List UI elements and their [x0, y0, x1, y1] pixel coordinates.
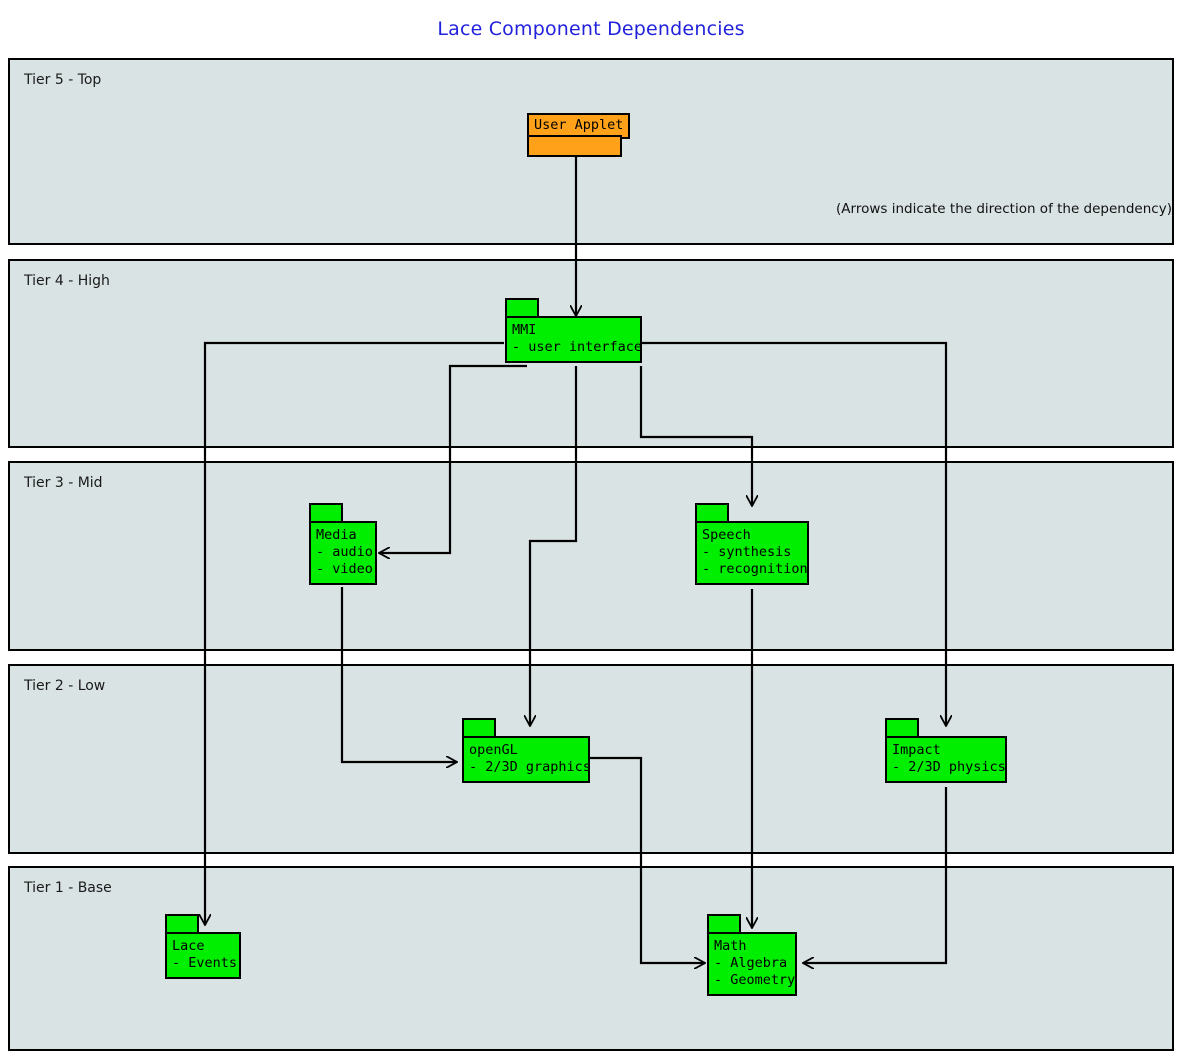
- package-lace-item-0: - Events: [172, 955, 238, 971]
- legend-note: (Arrows indicate the direction of the de…: [836, 201, 1172, 217]
- package-user-applet-name: User Applet: [527, 113, 631, 139]
- package-math-name: Math: [714, 938, 747, 954]
- package-impact-item-0: - 2/3D physics: [892, 759, 1006, 775]
- package-opengl-body: openGL - 2/3D graphics: [462, 736, 591, 783]
- package-speech-item-0: - synthesis: [702, 544, 792, 560]
- tier-label-4: Tier 4 - High: [24, 273, 110, 289]
- package-media-tab: [309, 503, 343, 523]
- dep-mmi-impact: [641, 341, 946, 726]
- tier-band-3: Tier 3 - Mid: [8, 461, 1174, 651]
- dep-mmi-speech: [639, 366, 752, 506]
- package-opengl-item-0: - 2/3D graphics: [469, 759, 591, 775]
- package-lace-tab: [165, 914, 199, 934]
- dep-mmi-media: [379, 364, 527, 553]
- package-math-item-1: - Geometry: [714, 972, 796, 988]
- dep-mmi-opengl: [530, 366, 578, 726]
- package-speech-item-1: - recognition: [702, 561, 808, 577]
- package-lace-name: Lace: [172, 938, 205, 954]
- package-math-body: Math - Algebra - Geometry: [707, 932, 797, 996]
- package-speech-body: Speech - synthesis - recognition: [695, 521, 809, 585]
- tier-label-2: Tier 2 - Low: [24, 678, 106, 694]
- package-lace-body: Lace - Events: [165, 932, 241, 979]
- package-speech-tab: [695, 503, 729, 523]
- package-media-item-0: - audio: [316, 544, 373, 560]
- package-media-body: Media - audio - video: [309, 521, 377, 585]
- package-media-name: Media: [316, 527, 357, 543]
- tier-label-5: Tier 5 - Top: [24, 72, 102, 88]
- package-impact-body: Impact - 2/3D physics: [885, 736, 1007, 783]
- package-mmi-name: MMI: [512, 322, 537, 338]
- package-media-item-1: - video: [316, 561, 373, 577]
- package-impact-tab: [885, 718, 919, 738]
- dep-opengl-math: [590, 756, 705, 963]
- page-title: Lace Component Dependencies: [437, 18, 745, 40]
- package-opengl-name: openGL: [469, 742, 518, 758]
- package-mmi-tab: [505, 298, 539, 318]
- tier-label-3: Tier 3 - Mid: [24, 475, 103, 491]
- dep-media-opengl: [340, 587, 457, 762]
- package-impact-name: Impact: [892, 742, 941, 758]
- dep-impact-math: [803, 787, 948, 963]
- package-mmi-body: MMI - user interface: [505, 316, 642, 363]
- package-user-applet-body: [527, 135, 622, 157]
- package-opengl-tab: [462, 718, 496, 738]
- package-mmi-item-0: - user interface: [512, 339, 643, 355]
- tier-label-1: Tier 1 - Base: [24, 880, 112, 896]
- package-math-item-0: - Algebra: [714, 955, 788, 971]
- dep-mmi-lace: [205, 341, 504, 925]
- package-speech-name: Speech: [702, 527, 751, 543]
- package-math-tab: [707, 914, 741, 934]
